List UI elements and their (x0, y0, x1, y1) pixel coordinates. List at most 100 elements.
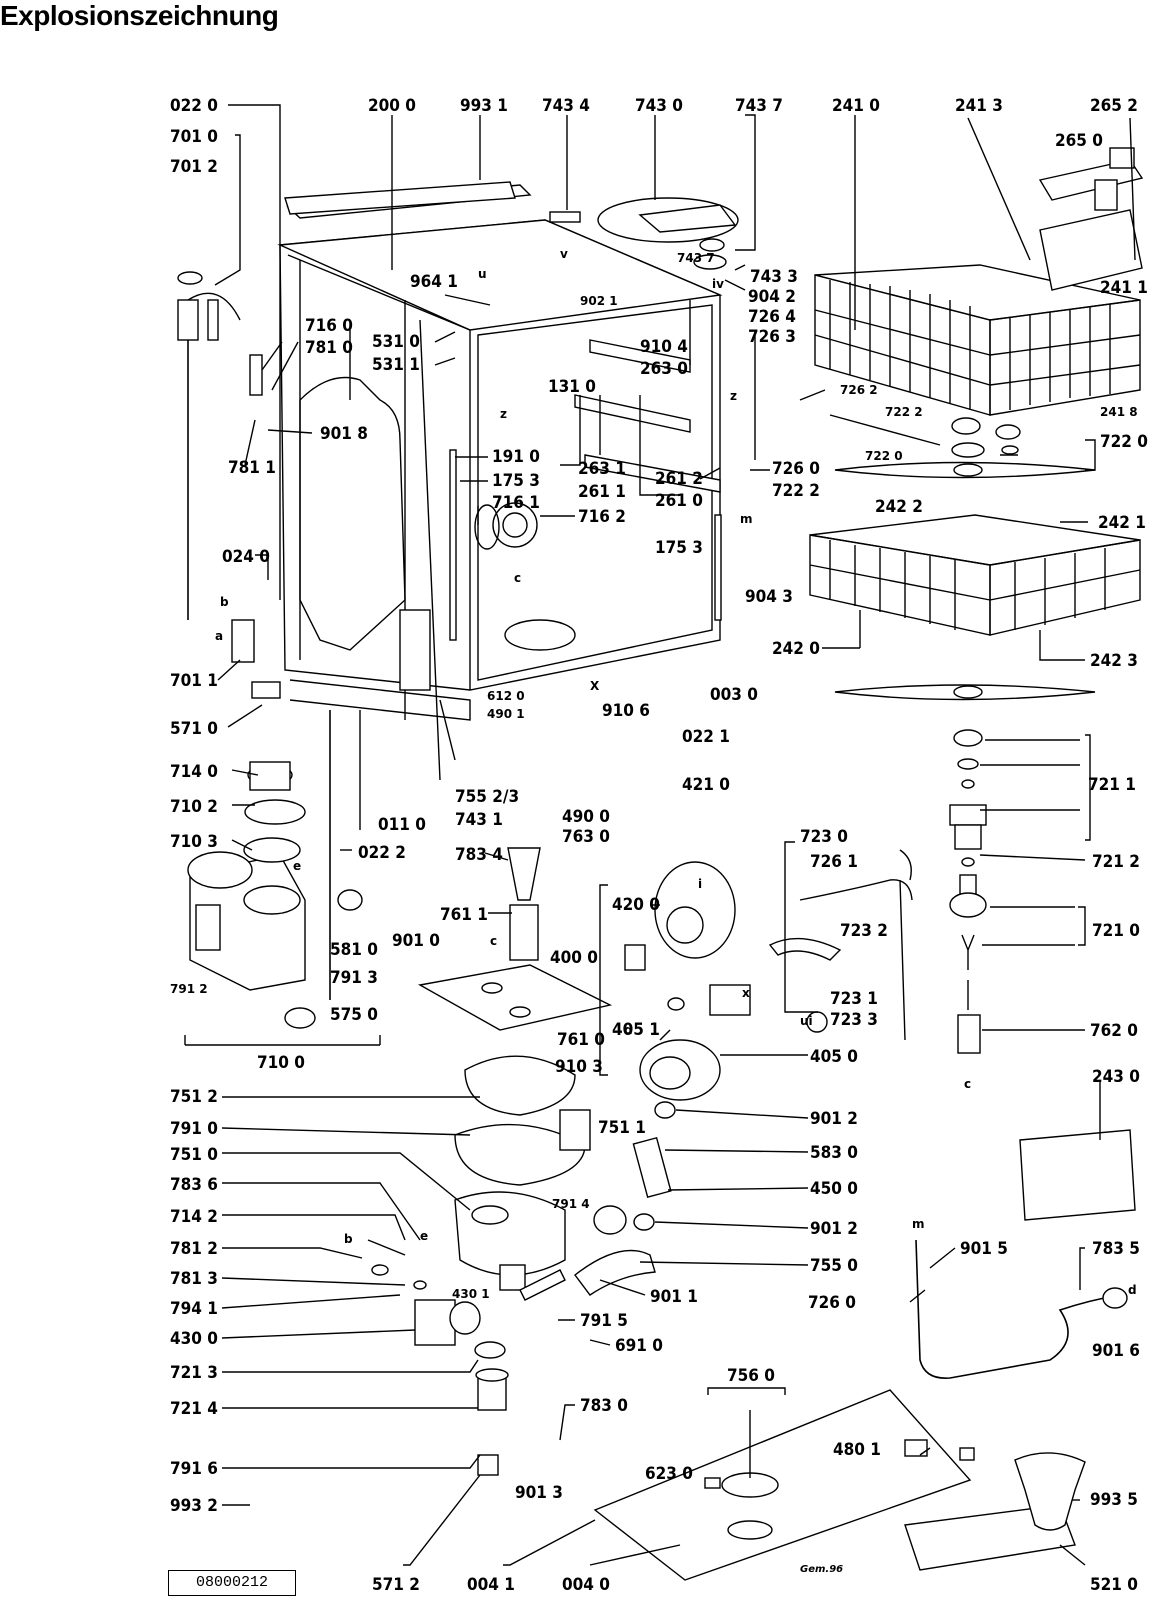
part-label: 722 2 (772, 481, 820, 501)
basket-rack-lower (809, 514, 1141, 636)
part-label: 263 1 (578, 459, 626, 479)
part-label: 723 3 (830, 1010, 878, 1030)
part-label: 265 0 (1055, 131, 1103, 151)
part-label: 791 6 (170, 1459, 218, 1479)
part-label: 791 3 (330, 968, 378, 988)
letter-callout: ui (800, 1014, 813, 1028)
spray-arms (829, 414, 1096, 701)
letter-callout: c (514, 571, 521, 585)
part-label: 901 2 (810, 1219, 858, 1239)
part-label: 581 0 (330, 940, 378, 960)
letter-callout: c (490, 934, 497, 948)
letter-callout: c (964, 1077, 971, 1091)
part-label: 726 3 (748, 327, 796, 347)
part-label: 722 0 (865, 449, 903, 463)
part-label: 004 1 (467, 1575, 515, 1595)
part-label: 243 0 (1092, 1067, 1140, 1087)
part-label: 726 0 (772, 459, 820, 479)
letter-callout: z (500, 407, 507, 421)
part-label: 710 2 (170, 797, 218, 817)
drain-valve-parts (367, 1239, 566, 1476)
part-label: 761 1 (440, 905, 488, 925)
water-softener (184, 761, 381, 1046)
part-label: 904 2 (748, 287, 796, 307)
part-label: 756 0 (727, 1366, 775, 1386)
part-label: 583 0 (810, 1143, 858, 1163)
part-label: 762 0 (1090, 1021, 1138, 1041)
part-label: 743 0 (635, 96, 683, 116)
part-label: 902 1 (580, 294, 618, 308)
letter-callout: z (730, 389, 737, 403)
part-label: 242 3 (1090, 651, 1138, 671)
letter-callout: b (344, 1232, 353, 1246)
letter-callout: a (215, 629, 223, 643)
part-label: 781 1 (228, 458, 276, 478)
base-plate (593, 1389, 1086, 1581)
part-label: 421 0 (682, 775, 730, 795)
part-label: 901 5 (960, 1239, 1008, 1259)
part-label: 716 0 (305, 316, 353, 336)
part-label: 910 3 (555, 1057, 603, 1077)
part-label: 531 0 (372, 332, 420, 352)
part-labels: 022 0 701 0 701 2 200 0 993 1 743 4 743 … (170, 96, 1148, 1595)
part-label: 755 2/3 (455, 787, 519, 807)
part-label: 726 2 (840, 383, 878, 397)
part-label: 004 0 (562, 1575, 610, 1595)
page-title: Explosionszeichnung (0, 0, 279, 31)
part-label: 420 0 (612, 895, 660, 915)
part-label: 003 0 (710, 685, 758, 705)
part-label: 242 0 (772, 639, 820, 659)
part-label: 723 2 (840, 921, 888, 941)
part-label: 175 3 (655, 538, 703, 558)
part-label: 612 0 (487, 689, 525, 703)
part-label: 480 1 (833, 1440, 881, 1460)
part-label: 721 1 (1088, 775, 1136, 795)
part-label: 791 2 (170, 982, 208, 996)
part-label: 904 3 (745, 587, 793, 607)
part-label: 763 0 (562, 827, 610, 847)
part-label: 751 0 (170, 1145, 218, 1165)
part-label: 901 8 (320, 424, 368, 444)
part-label: 726 1 (810, 852, 858, 872)
part-label: 710 3 (170, 832, 218, 852)
part-label: 743 3 (750, 267, 798, 287)
part-label: 783 6 (170, 1175, 218, 1195)
part-label: 400 0 (550, 948, 598, 968)
part-label: 791 5 (580, 1311, 628, 1331)
part-label: 751 1 (598, 1118, 646, 1138)
part-label: 901 1 (650, 1287, 698, 1307)
letter-callout: X (590, 679, 600, 693)
hose-and-inlet-parts (177, 271, 331, 1000)
spray-arm-hub-stack (949, 729, 987, 1054)
part-label: 022 0 (170, 96, 218, 116)
cabinet-frame (277, 184, 723, 781)
leader-lines (214, 104, 1136, 1566)
part-label: 450 0 (810, 1179, 858, 1199)
part-label: 701 0 (170, 127, 218, 147)
part-label: 993 2 (170, 1496, 218, 1516)
part-label: 783 5 (1092, 1239, 1140, 1259)
part-label: 783 4 (455, 845, 503, 865)
part-label: 721 2 (1092, 852, 1140, 872)
letter-callouts: u v iv z z m c b a X e c d x ui c m d b … (215, 247, 1137, 1297)
part-label: 405 1 (612, 1020, 660, 1040)
part-label: 723 1 (830, 989, 878, 1009)
part-label: 571 2 (372, 1575, 420, 1595)
letter-callout: d (1128, 1283, 1137, 1297)
part-label: 571 0 (170, 719, 218, 739)
part-label: 011 0 (378, 815, 426, 835)
part-label: 722 2 (885, 405, 923, 419)
letter-callout: i (698, 877, 702, 891)
part-label: 714 0 (170, 762, 218, 782)
letter-callout: e (293, 859, 301, 873)
part-label: 722 0 (1100, 432, 1148, 452)
part-label: 430 0 (170, 1329, 218, 1349)
part-label: 531 1 (372, 355, 420, 375)
letter-callout: v (560, 247, 568, 261)
part-label: 241 0 (832, 96, 880, 116)
door-spring-and-hose (768, 849, 1136, 1379)
part-label: 263 0 (640, 359, 688, 379)
part-label: 024 0 (222, 547, 270, 567)
part-label: 783 0 (580, 1396, 628, 1416)
